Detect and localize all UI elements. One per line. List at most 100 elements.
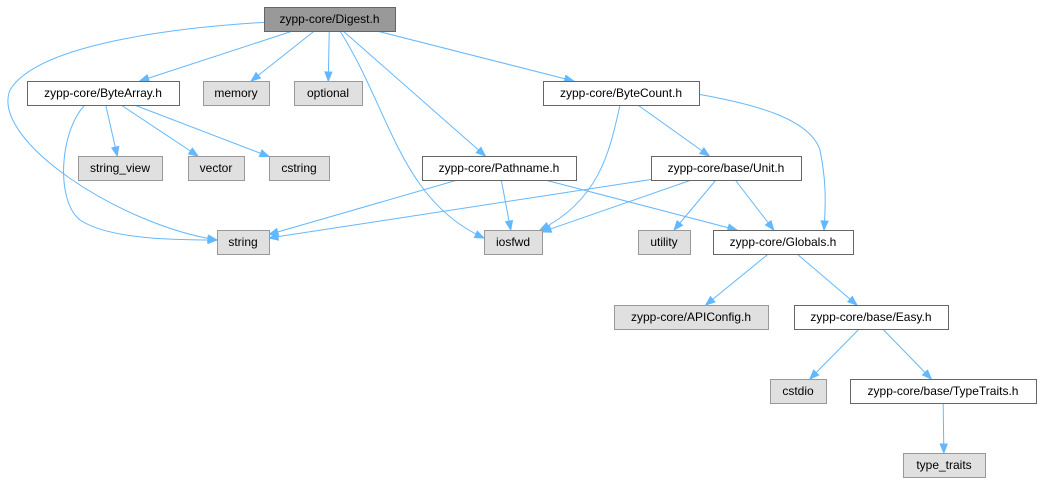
- edge-line: [696, 93, 826, 231]
- node-digest[interactable]: zypp-core/Digest.h: [264, 7, 396, 32]
- node-utility: utility: [638, 230, 691, 255]
- edge-digest-to-memory: [250, 30, 315, 82]
- node-label: zypp-core/APIConfig.h: [631, 310, 751, 324]
- edge-digest-to-string: [7, 21, 271, 243]
- node-box: [651, 156, 802, 181]
- edge-line: [139, 30, 293, 82]
- node-box: [203, 81, 270, 106]
- arrowhead-icon: [673, 220, 684, 232]
- edge-line: [796, 253, 858, 306]
- node-label: type_traits: [916, 458, 971, 472]
- arrowhead-icon: [939, 443, 948, 455]
- arrowhead-icon: [540, 224, 553, 233]
- edge-unit-to-string: [267, 178, 652, 241]
- node-label: zypp-core/Pathname.h: [439, 161, 560, 175]
- arrowhead-icon: [250, 71, 262, 82]
- edge-easy-to-cstdio: [808, 328, 860, 380]
- node-box: [543, 81, 700, 106]
- node-optional: optional: [294, 81, 363, 106]
- node-box: [713, 230, 854, 255]
- node-pathname[interactable]: zypp-core/Pathname.h: [422, 156, 577, 181]
- edge-bytearray-to-cstring: [134, 104, 271, 158]
- edge-line: [120, 104, 199, 157]
- edge-unit-to-utility: [673, 179, 717, 232]
- arrowhead-icon: [699, 147, 711, 157]
- node-box: [850, 379, 1037, 404]
- node-label: cstring: [281, 161, 316, 175]
- node-label: optional: [307, 86, 349, 100]
- edge-digest-to-bytecount: [376, 30, 576, 83]
- node-box: [770, 379, 827, 404]
- node-bytecount[interactable]: zypp-core/ByteCount.h: [543, 81, 700, 106]
- node-box: [264, 7, 396, 32]
- arrowhead-icon: [324, 71, 333, 83]
- edge-globals-to-easy: [796, 253, 858, 306]
- arrowhead-icon: [808, 369, 820, 380]
- edge-globals-to-apiconfig: [704, 253, 769, 306]
- edge-bytearray-to-vector: [120, 104, 200, 157]
- node-unit[interactable]: zypp-core/base/Unit.h: [651, 156, 802, 181]
- edge-line: [134, 104, 270, 157]
- edge-typetraits-to-type_traits: [939, 402, 948, 455]
- edge-line: [544, 179, 738, 231]
- edge-pathname-to-string: [267, 179, 458, 236]
- node-box: [484, 230, 543, 255]
- edge-line: [673, 179, 717, 231]
- node-globals[interactable]: zypp-core/Globals.h: [713, 230, 854, 255]
- edge-line: [268, 179, 458, 235]
- node-label: zypp-core/Globals.h: [730, 235, 837, 249]
- arrowhead-icon: [704, 295, 716, 306]
- node-type_traits: type_traits: [903, 453, 986, 478]
- node-label: string_view: [90, 161, 150, 175]
- edge-digest-to-pathname: [342, 30, 487, 157]
- node-string_view: string_view: [78, 156, 163, 181]
- node-label: utility: [650, 235, 677, 249]
- node-box: [903, 453, 986, 478]
- node-bytearray[interactable]: zypp-core/ByteArray.h: [27, 81, 180, 106]
- node-label: zypp-core/ByteCount.h: [560, 86, 682, 100]
- edge-bytecount-to-unit: [637, 104, 711, 157]
- node-label: string: [228, 235, 257, 249]
- node-label: zypp-core/ByteArray.h: [44, 86, 162, 100]
- arrowhead-icon: [207, 235, 219, 245]
- edge-line: [809, 328, 860, 380]
- arrowhead-icon: [473, 230, 486, 239]
- arrowhead-icon: [258, 149, 271, 158]
- node-box: [422, 156, 577, 181]
- edge-line: [342, 30, 486, 157]
- edge-line: [637, 104, 710, 157]
- arrowhead-icon: [504, 219, 514, 232]
- node-easy[interactable]: zypp-core/base/Easy.h: [794, 305, 949, 330]
- edge-line: [250, 30, 315, 82]
- edge-line: [339, 30, 485, 239]
- edge-layer: [7, 21, 948, 455]
- node-box: [638, 230, 691, 255]
- edge-easy-to-typetraits: [882, 328, 933, 380]
- node-apiconfig: zypp-core/APIConfig.h: [614, 305, 769, 330]
- arrowhead-icon: [187, 147, 200, 157]
- edge-line: [7, 21, 271, 241]
- node-cstdio: cstdio: [770, 379, 827, 404]
- arrowhead-icon: [111, 145, 120, 158]
- arrowhead-icon: [846, 295, 858, 306]
- node-box: [794, 305, 949, 330]
- edge-digest-to-bytearray: [138, 30, 293, 83]
- node-box: [78, 156, 163, 181]
- edge-line: [376, 30, 574, 82]
- node-box: [27, 81, 180, 106]
- node-box: [188, 156, 245, 181]
- edge-line: [734, 179, 775, 231]
- edge-line: [539, 104, 621, 231]
- node-box: [614, 305, 769, 330]
- arrowhead-icon: [475, 146, 487, 157]
- edge-line: [882, 328, 932, 380]
- arrowhead-icon: [921, 369, 933, 380]
- node-vector: vector: [188, 156, 245, 181]
- node-label: iosfwd: [496, 235, 530, 249]
- node-label: zypp-core/base/TypeTraits.h: [868, 384, 1019, 398]
- node-typetraits[interactable]: zypp-core/base/TypeTraits.h: [850, 379, 1037, 404]
- edge-line: [541, 179, 692, 233]
- edge-digest-to-optional: [324, 30, 333, 83]
